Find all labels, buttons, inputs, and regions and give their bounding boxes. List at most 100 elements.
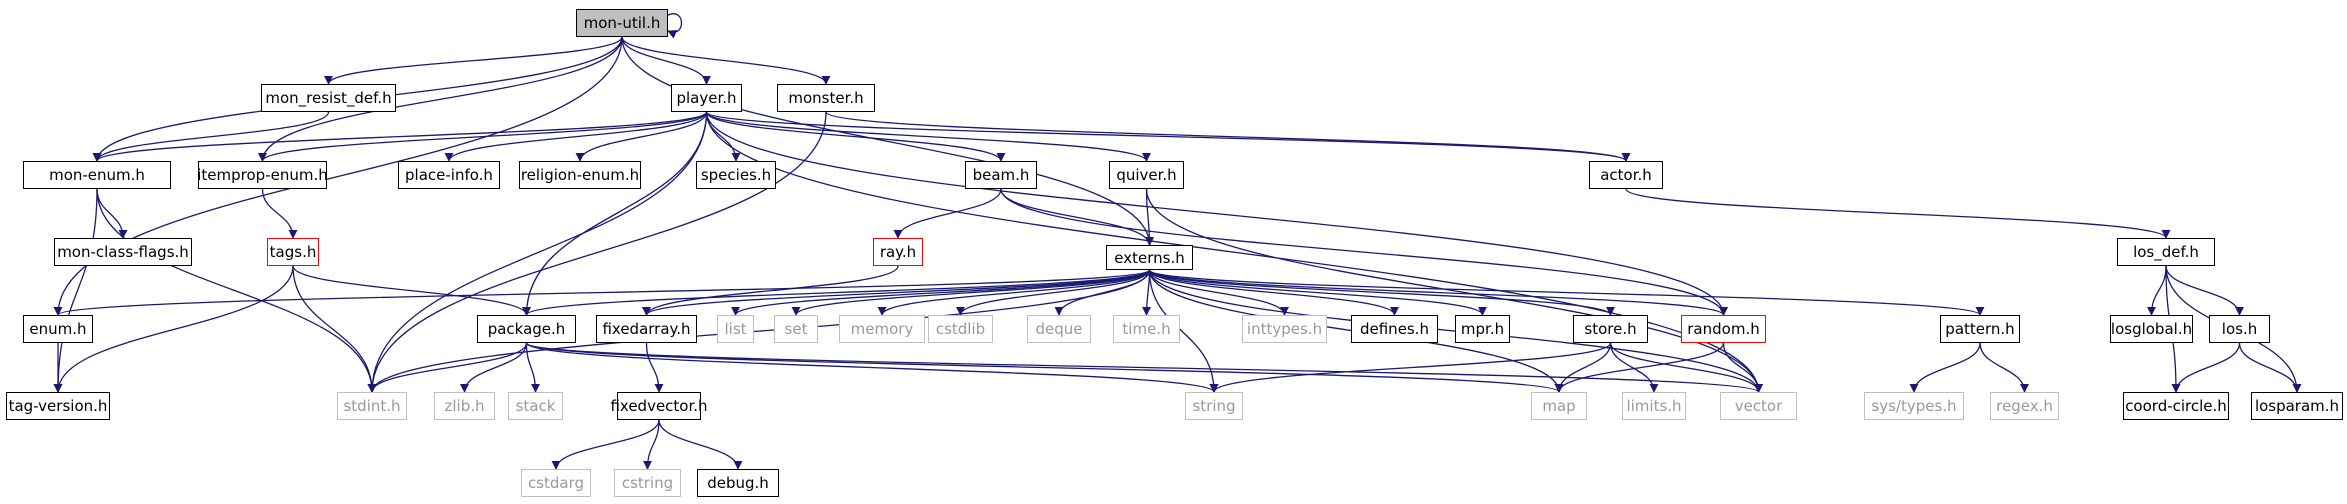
node-regex[interactable]: regex.h bbox=[1990, 392, 2059, 420]
edge-los-def-to-losglobal bbox=[2146, 265, 2167, 316]
edge-mon-resist-def-to-mon-enum bbox=[92, 111, 330, 162]
node-label: fixedarray.h bbox=[602, 320, 691, 338]
node-time-h[interactable]: time.h bbox=[1113, 315, 1180, 343]
node-label: deque bbox=[1035, 320, 1083, 338]
node-los[interactable]: los.h bbox=[2209, 315, 2270, 343]
node-quiver[interactable]: quiver.h bbox=[1109, 161, 1184, 189]
node-tag-version[interactable]: tag-version.h bbox=[6, 392, 110, 420]
node-memory[interactable]: memory bbox=[839, 315, 925, 343]
edge-random-h-to-map bbox=[1554, 342, 1725, 393]
edge-layer bbox=[53, 13, 2302, 470]
edge-fixedvector-to-cstdarg bbox=[551, 419, 660, 470]
node-stack[interactable]: stack bbox=[508, 392, 563, 420]
edge-beam-to-ray bbox=[893, 188, 1002, 239]
node-sys-types[interactable]: sys/types.h bbox=[1864, 392, 1964, 420]
node-label: random.h bbox=[1687, 320, 1760, 338]
node-store[interactable]: store.h bbox=[1573, 315, 1648, 343]
node-mpr[interactable]: mpr.h bbox=[1455, 315, 1510, 343]
node-label: cstring bbox=[621, 474, 674, 492]
node-label: place-info.h bbox=[405, 166, 493, 184]
edge-pattern-to-sys-types bbox=[1909, 342, 1981, 393]
node-stdint[interactable]: stdint.h bbox=[337, 392, 407, 420]
node-label: list bbox=[724, 320, 747, 338]
node-beam[interactable]: beam.h bbox=[965, 161, 1037, 189]
node-monster[interactable]: monster.h bbox=[777, 84, 875, 112]
node-cstdlib[interactable]: cstdlib bbox=[928, 315, 993, 343]
node-mon-util[interactable]: mon-util.h bbox=[576, 9, 668, 37]
node-fixedarray[interactable]: fixedarray.h bbox=[596, 315, 697, 343]
edge-mon-enum-to-stdint bbox=[96, 188, 377, 393]
node-species[interactable]: species.h bbox=[696, 161, 776, 189]
node-package[interactable]: package.h bbox=[477, 315, 576, 343]
node-label: memory bbox=[850, 320, 914, 338]
node-vector[interactable]: vector bbox=[1720, 392, 1797, 420]
node-tags[interactable]: tags.h bbox=[267, 238, 319, 266]
edge-mon-util-to-itemprop-enum bbox=[257, 36, 623, 162]
node-label: defines.h bbox=[1359, 320, 1430, 338]
edge-store-to-string bbox=[1209, 342, 1612, 393]
edge-player-to-beam bbox=[705, 111, 1006, 162]
edge-externs-to-list bbox=[731, 269, 1151, 316]
node-actor[interactable]: actor.h bbox=[1589, 161, 1663, 189]
node-place-info[interactable]: place-info.h bbox=[398, 161, 500, 189]
edge-random-h-to-vector bbox=[1722, 342, 1764, 393]
edge-externs-to-random-h bbox=[1148, 269, 1728, 316]
node-religion-enum[interactable]: religion-enum.h bbox=[519, 161, 641, 189]
edge-mon-enum-to-tag-version bbox=[53, 188, 98, 393]
node-label: externs.h bbox=[1114, 248, 1185, 267]
edge-itemprop-enum-to-tags bbox=[261, 188, 298, 239]
node-mon-enum[interactable]: mon-enum.h bbox=[23, 161, 171, 189]
edge-player-to-package bbox=[521, 111, 708, 316]
node-cstring[interactable]: cstring bbox=[614, 469, 681, 497]
node-map[interactable]: map bbox=[1531, 392, 1587, 420]
node-ray[interactable]: ray.h bbox=[873, 238, 923, 266]
node-label: losparam.h bbox=[2254, 397, 2340, 415]
edge-mon-util-to-monster bbox=[621, 36, 831, 85]
node-los-def[interactable]: los_def.h bbox=[2117, 238, 2215, 266]
edge-externs-to-vector bbox=[1148, 269, 1763, 393]
edge-fixedvector-to-cstring bbox=[642, 419, 660, 470]
node-externs[interactable]: externs.h bbox=[1106, 245, 1193, 270]
node-fixedvector[interactable]: fixedvector.h bbox=[610, 392, 708, 420]
edge-externs-to-defines bbox=[1148, 269, 1399, 316]
node-player[interactable]: player.h bbox=[671, 84, 742, 112]
node-limits[interactable]: limits.h bbox=[1622, 392, 1686, 420]
node-losparam[interactable]: losparam.h bbox=[2251, 392, 2343, 420]
node-set[interactable]: set bbox=[774, 315, 818, 343]
node-pattern[interactable]: pattern.h bbox=[1940, 315, 2020, 343]
node-label: mon_resist_def.h bbox=[265, 89, 392, 107]
node-losglobal[interactable]: losglobal.h bbox=[2110, 315, 2193, 343]
node-label: limits.h bbox=[1626, 397, 1682, 415]
node-label: beam.h bbox=[972, 166, 1030, 184]
edge-player-to-random-h bbox=[705, 111, 1728, 316]
edge-player-to-actor bbox=[705, 111, 1631, 162]
node-mon-resist-def[interactable]: mon_resist_def.h bbox=[261, 84, 396, 112]
edge-externs-to-enum-h bbox=[53, 269, 1151, 316]
node-coord-circle[interactable]: coord-circle.h bbox=[2123, 392, 2229, 420]
edge-quiver-to-vector bbox=[1145, 188, 1764, 393]
node-defines[interactable]: defines.h bbox=[1351, 315, 1438, 343]
node-enum-h[interactable]: enum.h bbox=[23, 315, 93, 343]
node-list[interactable]: list bbox=[717, 315, 754, 343]
node-label: fixedvector.h bbox=[610, 397, 708, 415]
node-label: coord-circle.h bbox=[2125, 397, 2227, 415]
edge-quiver-to-externs bbox=[1144, 188, 1155, 246]
edge-externs-to-fixedarray bbox=[642, 269, 1151, 316]
node-debug[interactable]: debug.h bbox=[697, 469, 779, 497]
node-zlib[interactable]: zlib.h bbox=[434, 392, 495, 420]
node-deque[interactable]: deque bbox=[1027, 315, 1091, 343]
node-label: time.h bbox=[1122, 320, 1171, 338]
edge-player-to-place-info bbox=[444, 111, 708, 162]
node-label: package.h bbox=[487, 320, 566, 338]
node-inttypes[interactable]: inttypes.h bbox=[1242, 315, 1327, 343]
node-cstdarg[interactable]: cstdarg bbox=[521, 469, 591, 497]
edge-package-to-map bbox=[525, 342, 1564, 393]
node-label: enum.h bbox=[29, 320, 87, 338]
edge-externs-to-stdint bbox=[367, 269, 1151, 393]
node-label: stdint.h bbox=[343, 397, 401, 415]
node-label: store.h bbox=[1584, 320, 1637, 338]
node-random-h[interactable]: random.h bbox=[1681, 315, 1766, 343]
node-string[interactable]: string bbox=[1185, 392, 1243, 420]
node-mon-class-flags[interactable]: mon-class-flags.h bbox=[54, 238, 192, 266]
node-itemprop-enum[interactable]: itemprop-enum.h bbox=[197, 161, 328, 189]
